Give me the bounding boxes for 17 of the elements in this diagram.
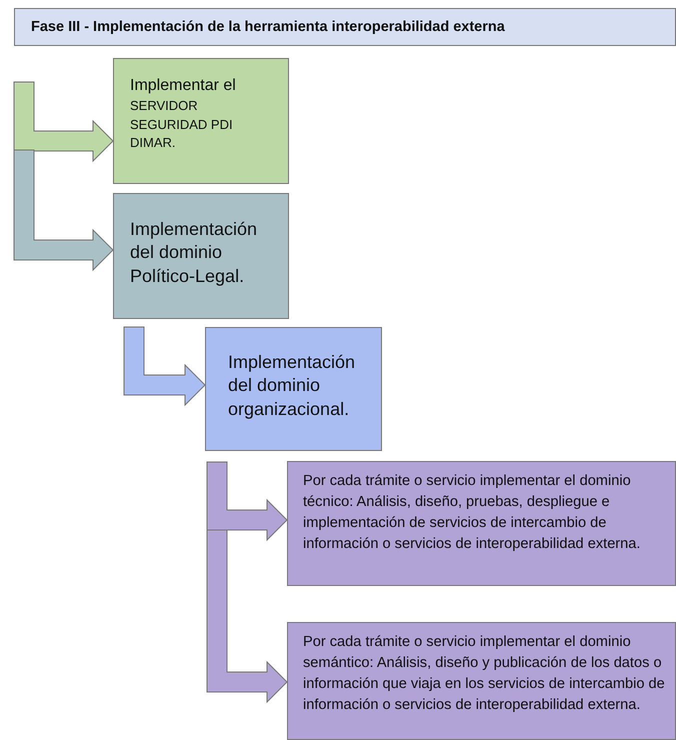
box-text: Implementar el (130, 76, 237, 96)
bent-arrow (206, 530, 288, 704)
title-banner: Fase III - Implementación de la herramienta interoperabilidad externa (14, 8, 676, 46)
bent-arrow (14, 82, 114, 162)
bent-arrow (124, 326, 206, 406)
process-box (113, 193, 289, 319)
process-box (205, 327, 382, 451)
bent-arrow (206, 462, 288, 542)
box-text: Implementación del dominio Político-Legal. (130, 218, 258, 288)
box-text: Por cada trámite o servicio implementar el dominio técnico: Análisis, diseño, pruebas, despliegue e implementación de servicios de intercambio de información o servicios de interoperabilidad externa. (303, 472, 642, 554)
bent-arrow (14, 150, 114, 272)
process-box (113, 58, 289, 184)
process-box (287, 622, 676, 740)
box-text: Por cada trámite o servicio implementar el dominio semántico: Análisis, diseño y publicación de los datos o información que viaja en los servicios de intercambio de información o servicios de interoperabilidad externa. (303, 633, 666, 716)
box-text: Implementación del dominio organizacional. (228, 351, 356, 421)
box-text: SERVIDOR SEGURIDAD PDI DIMAR. (130, 96, 234, 152)
process-box (287, 461, 676, 586)
